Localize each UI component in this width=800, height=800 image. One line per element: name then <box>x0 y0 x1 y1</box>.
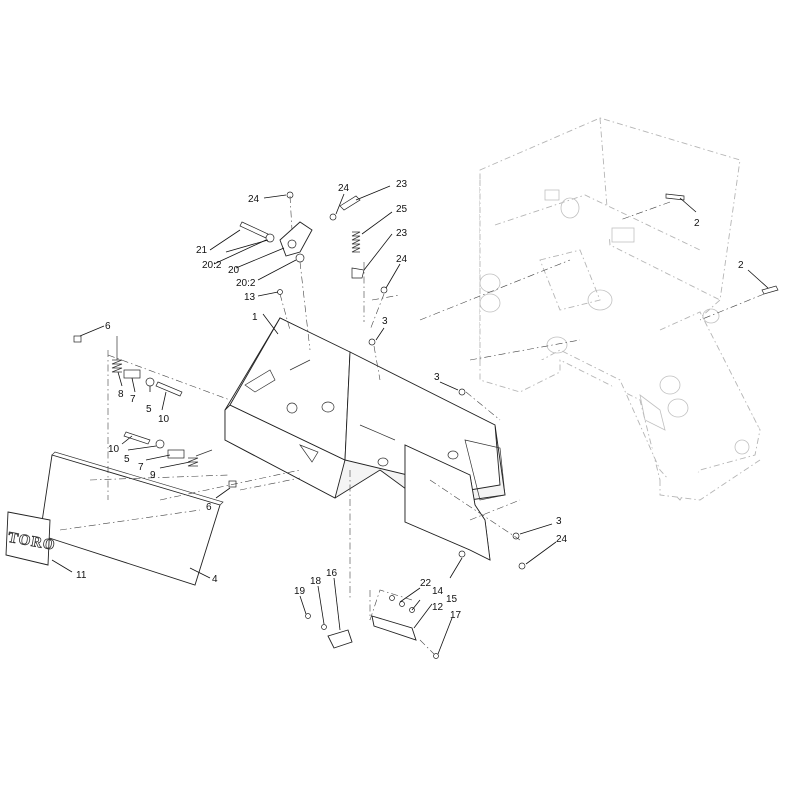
callout-4: 4 <box>212 574 218 585</box>
toro-decal: TORO <box>5 511 57 566</box>
callout-10b: 10 <box>108 444 120 455</box>
callout-24d: 24 <box>556 534 568 545</box>
callout-11: 11 <box>76 570 87 581</box>
callout-3b: 3 <box>434 372 440 383</box>
callout-24a: 24 <box>248 194 260 205</box>
callout-10a: 10 <box>158 414 170 425</box>
callout-2b: 2 <box>738 260 744 271</box>
callout-6b: 6 <box>206 502 212 513</box>
callout-5a: 5 <box>146 404 152 415</box>
callout-17: 17 <box>450 610 462 621</box>
callouts: 1 2 2 3 3 3 4 5 5 6 6 7 7 8 9 10 10 11 1… <box>76 179 744 621</box>
callout-25: 25 <box>396 204 408 215</box>
callout-16: 16 <box>326 568 338 579</box>
callout-20b: 20 <box>228 265 240 276</box>
callout-7a: 7 <box>130 394 136 405</box>
callout-18: 18 <box>310 576 322 587</box>
callout-7b: 7 <box>138 462 144 473</box>
callout-24c: 24 <box>396 254 408 265</box>
callout-21: 21 <box>196 245 208 256</box>
callout-3a: 3 <box>382 316 388 327</box>
callout-8: 8 <box>118 389 124 400</box>
callout-24b: 24 <box>338 183 350 194</box>
callout-23a: 23 <box>396 179 408 190</box>
alignment-lines <box>59 195 765 655</box>
callout-6a: 6 <box>105 321 111 332</box>
mount-plate <box>224 317 506 561</box>
callout-9: 9 <box>150 470 156 481</box>
callout-14: 14 <box>432 586 444 597</box>
callout-1: 1 <box>252 312 258 323</box>
leader-lines <box>51 185 769 655</box>
hardware <box>73 191 779 659</box>
callout-22: 22 <box>420 578 432 589</box>
callout-13: 13 <box>244 292 256 303</box>
cover-plate <box>39 451 224 586</box>
callout-23b: 23 <box>396 228 408 239</box>
callout-19: 19 <box>294 586 306 597</box>
callout-2a: 2 <box>694 218 700 229</box>
callout-15: 15 <box>446 594 458 605</box>
callout-12: 12 <box>432 602 444 613</box>
phantom-frame <box>479 117 761 501</box>
callout-20c: 20:2 <box>236 278 256 289</box>
callout-5b: 5 <box>124 454 130 465</box>
callout-20a: 20:2 <box>202 260 222 271</box>
callout-3c: 3 <box>556 516 562 527</box>
